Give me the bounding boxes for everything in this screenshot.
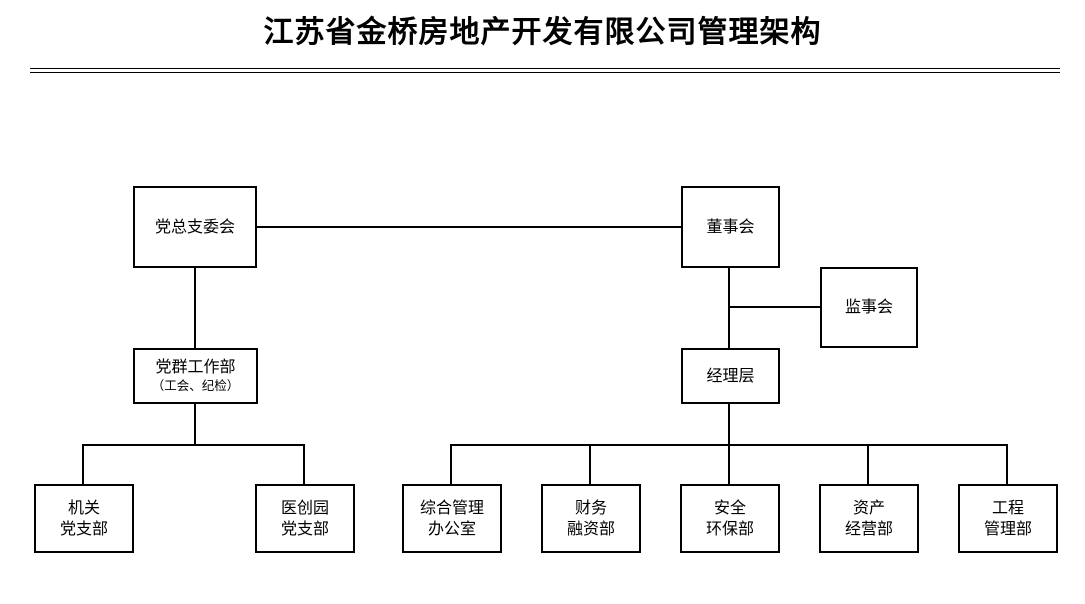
org-node-safety-environment-department[interactable]: 安全环保部 — [680, 484, 780, 553]
org-node-label-primary: 经理层 — [706, 367, 755, 385]
org-node-label-secondary: 管理部 — [983, 520, 1032, 538]
org-node-label-secondary: 环保部 — [705, 520, 754, 538]
party-drop — [194, 268, 197, 348]
org-node-board-of-supervisors[interactable]: 监事会 — [820, 267, 918, 348]
org-node-label-primary: 财务 — [574, 499, 607, 517]
yichuangyuan-branch-drop — [303, 444, 306, 484]
org-node-label-primary: 党总支委会 — [154, 218, 235, 236]
org-node-label-primary: 董事会 — [706, 218, 755, 236]
org-node-label-primary: 安全 — [713, 499, 746, 517]
org-node-engineering-management-department[interactable]: 工程管理部 — [958, 484, 1058, 553]
org-node-yichuangyuan-party-branch[interactable]: 医创园党支部 — [255, 484, 355, 553]
party-work-drop — [194, 404, 197, 446]
agency-branch-drop — [82, 444, 85, 484]
office-drop — [450, 444, 453, 484]
org-node-label-primary: 医创园 — [280, 499, 329, 517]
org-node-label-primary: 监事会 — [844, 299, 893, 316]
org-node-general-management-office[interactable]: 综合管理办公室 — [402, 484, 502, 553]
org-node-label-primary: 工程 — [991, 499, 1024, 517]
org-node-label-secondary: 融资部 — [566, 520, 615, 538]
org-node-finance-financing-department[interactable]: 财务融资部 — [541, 484, 641, 553]
org-node-label-secondary: （工会、纪检） — [151, 379, 240, 393]
org-node-label-secondary: 经营部 — [844, 520, 893, 538]
org-node-party-work-department[interactable]: 党群工作部 （工会、纪检） — [133, 348, 258, 404]
title-block: 江苏省金桥房地产开发有限公司管理架构 — [0, 14, 1085, 52]
party-to-board-link — [257, 226, 681, 229]
org-node-party-committee[interactable]: 党总支委会 — [133, 186, 257, 268]
org-node-label-primary: 综合管理 — [419, 499, 484, 517]
org-node-asset-operation-department[interactable]: 资产经营部 — [819, 484, 919, 553]
org-node-label-secondary: 党支部 — [280, 520, 329, 538]
asset-drop — [867, 444, 870, 484]
org-node-label-primary: 党群工作部 — [155, 359, 236, 376]
org-node-management-layer[interactable]: 经理层 — [681, 348, 780, 404]
party-branch-bus — [82, 444, 305, 447]
org-node-label-secondary: 办公室 — [427, 520, 476, 538]
org-node-board-of-directors[interactable]: 董事会 — [681, 186, 780, 268]
supervisors-link — [728, 306, 820, 309]
page-title: 江苏省金桥房地产开发有限公司管理架构 — [263, 15, 822, 50]
org-node-agency-party-branch[interactable]: 机关党支部 — [34, 484, 134, 553]
org-node-label-primary: 机关 — [67, 499, 100, 517]
finance-drop — [589, 444, 592, 484]
org-node-label-primary: 资产 — [852, 499, 885, 517]
management-drop — [728, 404, 731, 446]
engineering-drop — [1006, 444, 1009, 484]
org-node-label-secondary: 党支部 — [59, 520, 108, 538]
title-divider-rule — [30, 68, 1060, 73]
safety-drop — [728, 444, 731, 484]
